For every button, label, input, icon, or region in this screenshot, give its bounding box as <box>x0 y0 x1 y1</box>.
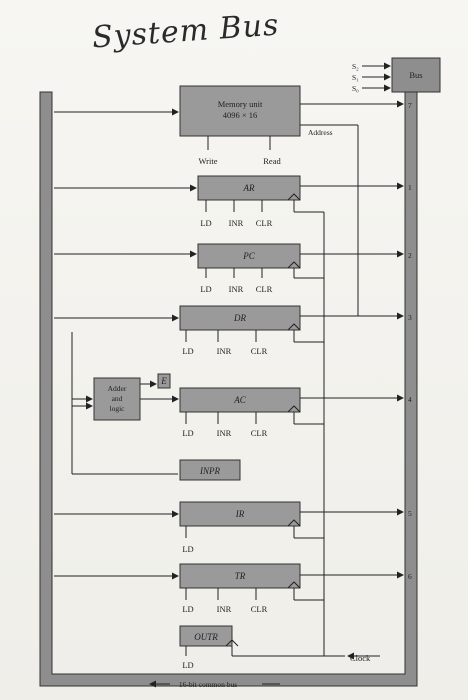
write-label: Write <box>198 156 217 166</box>
register-ir <box>179 501 301 527</box>
register-inpr-label: INPR <box>199 466 220 476</box>
bus-num-2: 2 <box>408 251 412 260</box>
memory-size: 4096 × 16 <box>223 110 258 120</box>
register-e-label: E <box>160 376 167 386</box>
ac-ld: LD <box>182 428 193 438</box>
tr-ld: LD <box>182 604 193 614</box>
register-outr <box>179 625 233 647</box>
select-line-s0: S₀ <box>352 84 359 93</box>
bus-num-5: 5 <box>408 509 412 518</box>
memory-label: Memory unit <box>218 99 263 109</box>
dr-inr: INR <box>217 346 232 356</box>
ac-inr: INR <box>217 428 232 438</box>
tr-clr: CLR <box>251 604 268 614</box>
register-inpr <box>179 459 241 481</box>
adder-line-2: and <box>112 394 123 403</box>
select-line-s1: S₁ <box>352 73 359 82</box>
bus-num-1: 1 <box>408 183 412 192</box>
ar-ld: LD <box>200 218 211 228</box>
address-label: Address <box>308 128 333 137</box>
register-ir-label: IR <box>235 509 245 519</box>
bus-num-4: 4 <box>408 395 412 404</box>
ir-ld: LD <box>182 544 193 554</box>
bus-box <box>391 57 441 93</box>
register-pc-label: PC <box>242 251 255 261</box>
pc-inr: INR <box>229 284 244 294</box>
adder-line-3: logic <box>110 404 126 413</box>
select-line-s2: S₂ <box>352 62 359 71</box>
pc-clr: CLR <box>256 284 273 294</box>
register-ac-label: AC <box>233 395 246 405</box>
adder-line-1: Adder <box>108 384 127 393</box>
bus-num-3: 3 <box>408 313 412 322</box>
read-label: Read <box>263 156 281 166</box>
register-dr-label: DR <box>233 313 246 323</box>
register-dr <box>179 305 301 331</box>
tr-inr: INR <box>217 604 232 614</box>
ar-inr: INR <box>229 218 244 228</box>
register-outr-label: OUTR <box>194 632 218 642</box>
register-tr <box>179 563 301 589</box>
dr-ld: LD <box>182 346 193 356</box>
bus-num-7: 7 <box>408 101 412 110</box>
ac-clr: CLR <box>251 428 268 438</box>
register-ar-label: AR <box>243 183 255 193</box>
memory-unit <box>179 85 301 137</box>
register-ar <box>197 175 301 201</box>
register-ac <box>179 387 301 413</box>
register-e <box>157 373 171 389</box>
register-tr-label: TR <box>235 571 246 581</box>
pc-ld: LD <box>200 284 211 294</box>
register-pc <box>197 243 301 269</box>
bus-label: Bus <box>409 70 422 80</box>
dr-clr: CLR <box>251 346 268 356</box>
outr-ld: LD <box>182 660 193 670</box>
ar-clr: CLR <box>256 218 273 228</box>
clock-label: Clock <box>350 653 371 663</box>
bus-num-6: 6 <box>408 572 412 581</box>
common-bus-label: 16-bit common bus <box>179 680 237 689</box>
